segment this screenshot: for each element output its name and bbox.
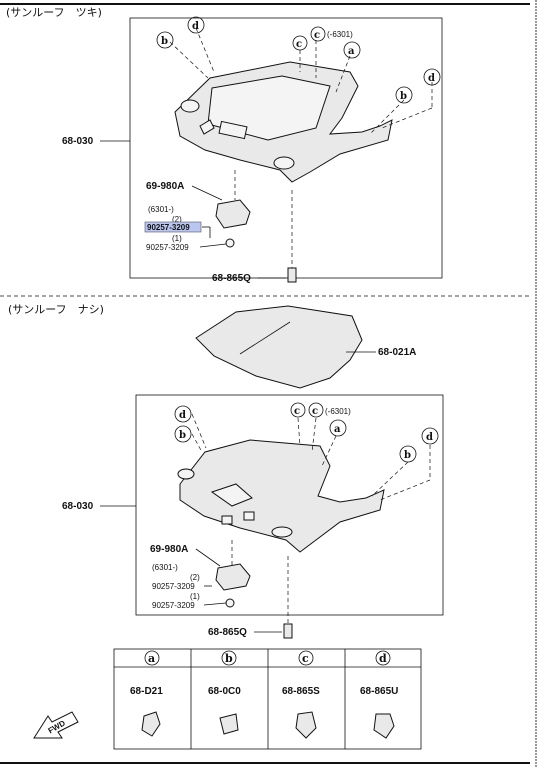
svg-text:d: d [379,652,387,665]
clip-a-icon [141,711,161,737]
part-68-865Q: 68-865Q [212,273,251,284]
table-col-c: c 68-865S [282,650,320,739]
callout-a: a [329,419,347,437]
svg-text:a: a [148,652,155,665]
clip-c-icon [295,711,317,739]
svg-text:b: b [404,450,411,461]
cut [199,119,215,135]
callout-b: b [156,31,174,49]
svg-text:a: a [334,424,341,435]
part-68-030: 68-030 [62,136,94,147]
lamp-shape [215,563,251,591]
group-frame [135,394,444,616]
svg-text:a: a [348,46,355,57]
callout-d: d [421,427,439,445]
callout-c: c [310,26,326,42]
svg-text:d: d [428,73,435,84]
cut [221,515,233,525]
part-68-865S: 68-865S [282,686,320,697]
part-68-0C0: 68-0C0 [208,686,241,697]
part-90257-3209-highlighted: 90257-3209 [147,223,190,232]
part-90257-3209: 90257-3209 [146,243,189,252]
section-sunroof-without: (サンルーフ ナシ) 68-021A d b c c (-6301) a d [8,303,444,639]
cut [243,511,255,521]
clip-reference-table: a 68-D21 b 68-0C0 c 68-865S d 68-865U [113,648,422,750]
callout-d: d [423,68,441,86]
section-title: (サンルーフ ナシ) [8,303,104,316]
console-cut [210,483,253,507]
svg-text:b: b [161,36,168,47]
svg-text:c: c [302,652,309,665]
part-69-980A: 69-980A [146,181,184,192]
svg-text:d: d [192,21,199,32]
fwd-arrow-icon: FWD [33,711,79,739]
svg-text:b: b [179,430,186,441]
highlighted-part-box [144,221,202,233]
hole [273,156,295,170]
svg-text:(1): (1) [190,592,200,601]
part-68-865Q: 68-865Q [208,627,247,638]
console-cut [218,120,248,140]
callout-a: a [343,41,361,59]
svg-text:(2): (2) [172,215,182,224]
lamp-note: (6301-) [148,205,174,214]
table-col-b: b 68-0C0 [208,650,241,735]
hole [271,526,293,538]
lamp-shape [215,199,251,229]
svg-text:c: c [294,406,300,417]
svg-text:(1): (1) [172,234,182,243]
callout-d: d [187,16,205,34]
part-90257-3209: 90257-3209 [152,582,195,591]
table-col-a: a 68-D21 [130,650,163,737]
part-69-980A: 69-980A [150,544,188,555]
svg-text:b: b [400,91,407,102]
callout-d: d [174,405,192,423]
callout-c: c [308,402,324,418]
clip-d-icon [373,713,395,739]
part-68-021A: 68-021A [378,347,416,358]
table-col-d: d 68-865U [360,650,398,739]
lamp-note: (6301-) [152,563,178,572]
part-68-865U: 68-865U [360,686,398,697]
callout-b: b [174,425,192,443]
part-68-030: 68-030 [62,501,94,512]
part-68-D21: 68-D21 [130,686,163,697]
callout-b: b [395,86,413,104]
section-title: (サンルーフ ツキ) [6,6,102,19]
roof-pad-shape [195,305,363,389]
svg-text:d: d [179,410,186,421]
svg-text:c: c [312,406,318,417]
hole [177,468,195,480]
callout-c-note: (-6301) [325,407,351,416]
svg-text:(2): (2) [190,573,200,582]
callout-b: b [399,445,417,463]
callout-c: c [292,35,308,51]
svg-text:d: d [426,432,433,443]
part-90257-3209: 90257-3209 [152,601,195,610]
svg-text:b: b [225,652,233,665]
svg-text:c: c [296,39,302,50]
svg-text:c: c [314,30,320,41]
callout-c-note: (-6301) [327,30,353,39]
callout-c: c [290,402,306,418]
section-sunroof-with: (サンルーフ ツキ) d b c c (-6301) a d b 68-030 [6,6,443,284]
clip-b-icon [219,713,239,735]
hole [180,99,200,113]
